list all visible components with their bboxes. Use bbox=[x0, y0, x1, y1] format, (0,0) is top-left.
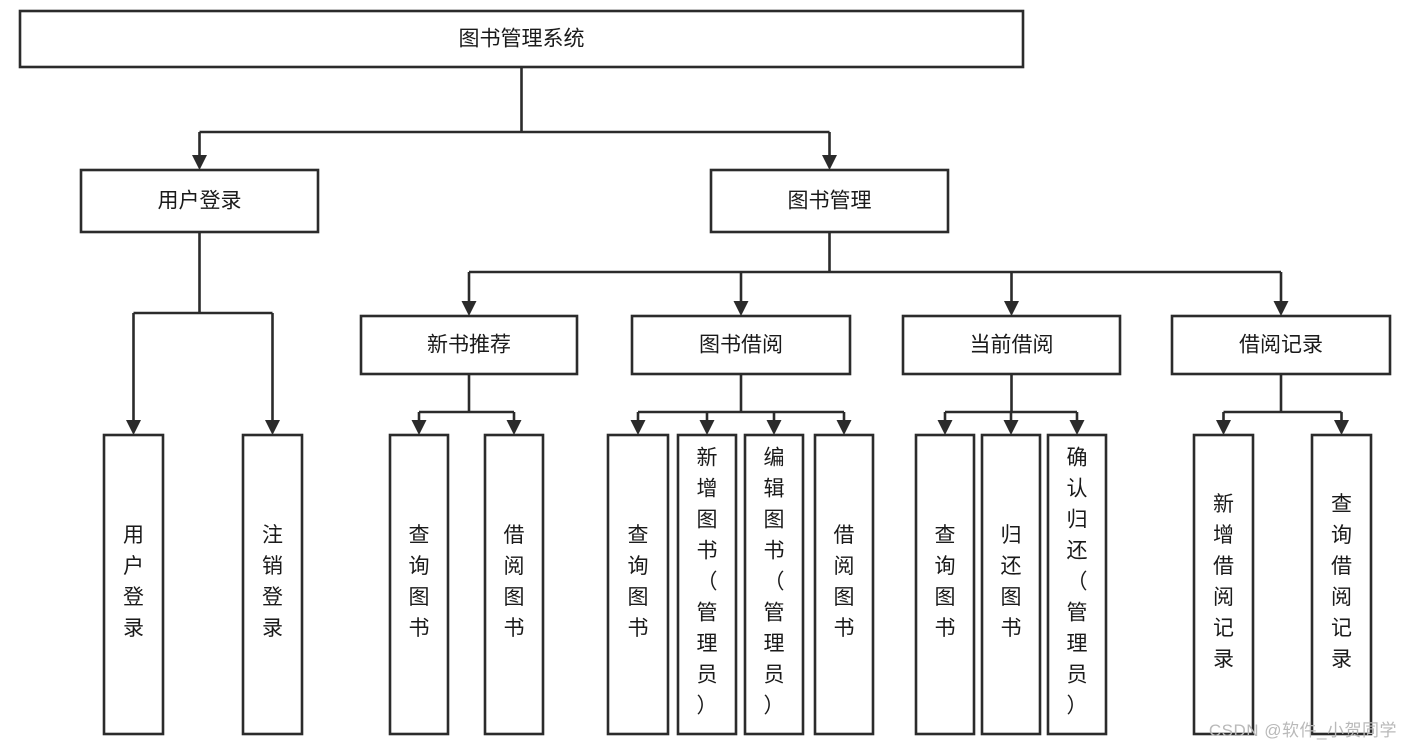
node-leaf-add-book-admin[interactable]: 新增图书（管理员） bbox=[676, 433, 738, 736]
node-new-book-recommend-label: 新书推荐 bbox=[427, 334, 511, 357]
node-leaf-user-logout-label: 注销登录 bbox=[262, 524, 283, 640]
arrow-head-icon bbox=[822, 155, 837, 170]
node-root-system-box bbox=[18, 9, 1025, 69]
node-leaf-edit-book-admin-label: 编辑图书（管理员） bbox=[764, 447, 785, 718]
node-new-book-recommend[interactable]: 新书推荐 bbox=[359, 314, 579, 376]
node-leaf-add-borrow-record-box bbox=[1192, 433, 1255, 736]
node-current-borrow[interactable]: 当前借阅 bbox=[901, 314, 1122, 376]
node-book-borrow-box bbox=[630, 314, 852, 376]
node-leaf-add-book-admin-box bbox=[676, 433, 738, 736]
node-leaf-return-book-box bbox=[980, 433, 1042, 736]
node-leaf-add-borrow-record-label: 新增借阅记录 bbox=[1213, 493, 1234, 671]
arrow-head-icon bbox=[766, 420, 782, 435]
arrow-head-icon bbox=[1216, 420, 1231, 435]
arrow-head-icon bbox=[1004, 301, 1019, 316]
arrow-head-icon bbox=[836, 420, 852, 435]
node-current-borrow-label: 当前借阅 bbox=[970, 334, 1054, 357]
arrow-head-icon bbox=[126, 420, 141, 435]
node-borrow-record[interactable]: 借阅记录 bbox=[1170, 314, 1392, 376]
node-leaf-confirm-return-admin[interactable]: 确认归还（管理员） bbox=[1046, 433, 1108, 736]
node-leaf-borrow-book-1[interactable]: 借阅图书 bbox=[483, 433, 545, 736]
arrow-head-icon bbox=[937, 420, 953, 435]
arrow-head-icon bbox=[1273, 301, 1289, 316]
node-root-system[interactable]: 图书管理系统 bbox=[18, 9, 1025, 69]
node-leaf-query-book-3[interactable]: 查询图书 bbox=[914, 433, 976, 736]
node-leaf-query-book-1-label: 查询图书 bbox=[409, 524, 430, 640]
node-leaf-query-borrow-record-box bbox=[1310, 433, 1373, 736]
node-leaf-edit-book-admin-box bbox=[743, 433, 805, 736]
connector-layer bbox=[126, 67, 1349, 435]
arrow-head-icon bbox=[699, 420, 715, 435]
arrow-head-icon bbox=[411, 420, 427, 435]
arrow-head-icon bbox=[461, 301, 477, 316]
node-leaf-user-login-label: 用户登录 bbox=[123, 524, 144, 640]
node-current-borrow-box bbox=[901, 314, 1122, 376]
node-leaf-query-book-2-label: 查询图书 bbox=[628, 524, 649, 640]
node-borrow-record-box bbox=[1170, 314, 1392, 376]
node-leaf-confirm-return-admin-box bbox=[1046, 433, 1108, 736]
node-leaf-query-book-3-box bbox=[914, 433, 976, 736]
arrow-head-icon bbox=[1334, 420, 1349, 435]
node-new-book-recommend-box bbox=[359, 314, 579, 376]
arrow-head-icon bbox=[630, 420, 646, 435]
arrow-head-icon bbox=[1069, 420, 1085, 435]
node-borrow-record-label: 借阅记录 bbox=[1239, 334, 1323, 357]
node-root-system-label: 图书管理系统 bbox=[459, 28, 585, 51]
node-leaf-borrow-book-1-box bbox=[483, 433, 545, 736]
node-leaf-borrow-book-1-label: 借阅图书 bbox=[504, 524, 525, 640]
node-leaf-confirm-return-admin-label: 确认归还（管理员） bbox=[1067, 447, 1088, 718]
node-leaf-query-book-3-label: 查询图书 bbox=[935, 524, 956, 640]
node-leaf-user-login-box bbox=[102, 433, 165, 736]
arrow-head-icon bbox=[192, 155, 207, 170]
node-leaf-query-book-1[interactable]: 查询图书 bbox=[388, 433, 450, 736]
arrow-head-icon bbox=[265, 420, 280, 435]
node-layer: 图书管理系统用户登录图书管理新书推荐图书借阅当前借阅借阅记录用户登录注销登录查询… bbox=[18, 9, 1392, 736]
node-leaf-user-login[interactable]: 用户登录 bbox=[102, 433, 165, 736]
node-leaf-borrow-book-2[interactable]: 借阅图书 bbox=[813, 433, 875, 736]
node-book-manage-label: 图书管理 bbox=[788, 190, 872, 213]
node-leaf-query-book-2-box bbox=[606, 433, 670, 736]
node-user-login-box bbox=[79, 168, 320, 234]
node-leaf-query-book-2[interactable]: 查询图书 bbox=[606, 433, 670, 736]
node-leaf-borrow-book-2-box bbox=[813, 433, 875, 736]
node-leaf-user-logout-box bbox=[241, 433, 304, 736]
node-leaf-edit-book-admin[interactable]: 编辑图书（管理员） bbox=[743, 433, 805, 736]
node-book-manage-box bbox=[709, 168, 950, 234]
node-user-login[interactable]: 用户登录 bbox=[79, 168, 320, 234]
node-leaf-query-borrow-record-label: 查询借阅记录 bbox=[1331, 493, 1352, 671]
node-leaf-user-logout[interactable]: 注销登录 bbox=[241, 433, 304, 736]
node-leaf-query-borrow-record[interactable]: 查询借阅记录 bbox=[1310, 433, 1373, 736]
node-leaf-add-book-admin-label: 新增图书（管理员） bbox=[697, 447, 718, 718]
arrow-head-icon bbox=[733, 301, 749, 316]
node-book-borrow[interactable]: 图书借阅 bbox=[630, 314, 852, 376]
node-leaf-return-book[interactable]: 归还图书 bbox=[980, 433, 1042, 736]
watermark-text: CSDN @软件_小贺同学 bbox=[1208, 721, 1397, 740]
node-user-login-label: 用户登录 bbox=[158, 190, 242, 213]
node-leaf-return-book-label: 归还图书 bbox=[1001, 524, 1022, 640]
node-book-manage[interactable]: 图书管理 bbox=[709, 168, 950, 234]
arrow-head-icon bbox=[506, 420, 522, 435]
node-leaf-borrow-book-2-label: 借阅图书 bbox=[834, 524, 855, 640]
node-book-borrow-label: 图书借阅 bbox=[699, 334, 783, 357]
arrow-head-icon bbox=[1003, 420, 1019, 435]
node-leaf-add-borrow-record[interactable]: 新增借阅记录 bbox=[1192, 433, 1255, 736]
node-leaf-query-book-1-box bbox=[388, 433, 450, 736]
